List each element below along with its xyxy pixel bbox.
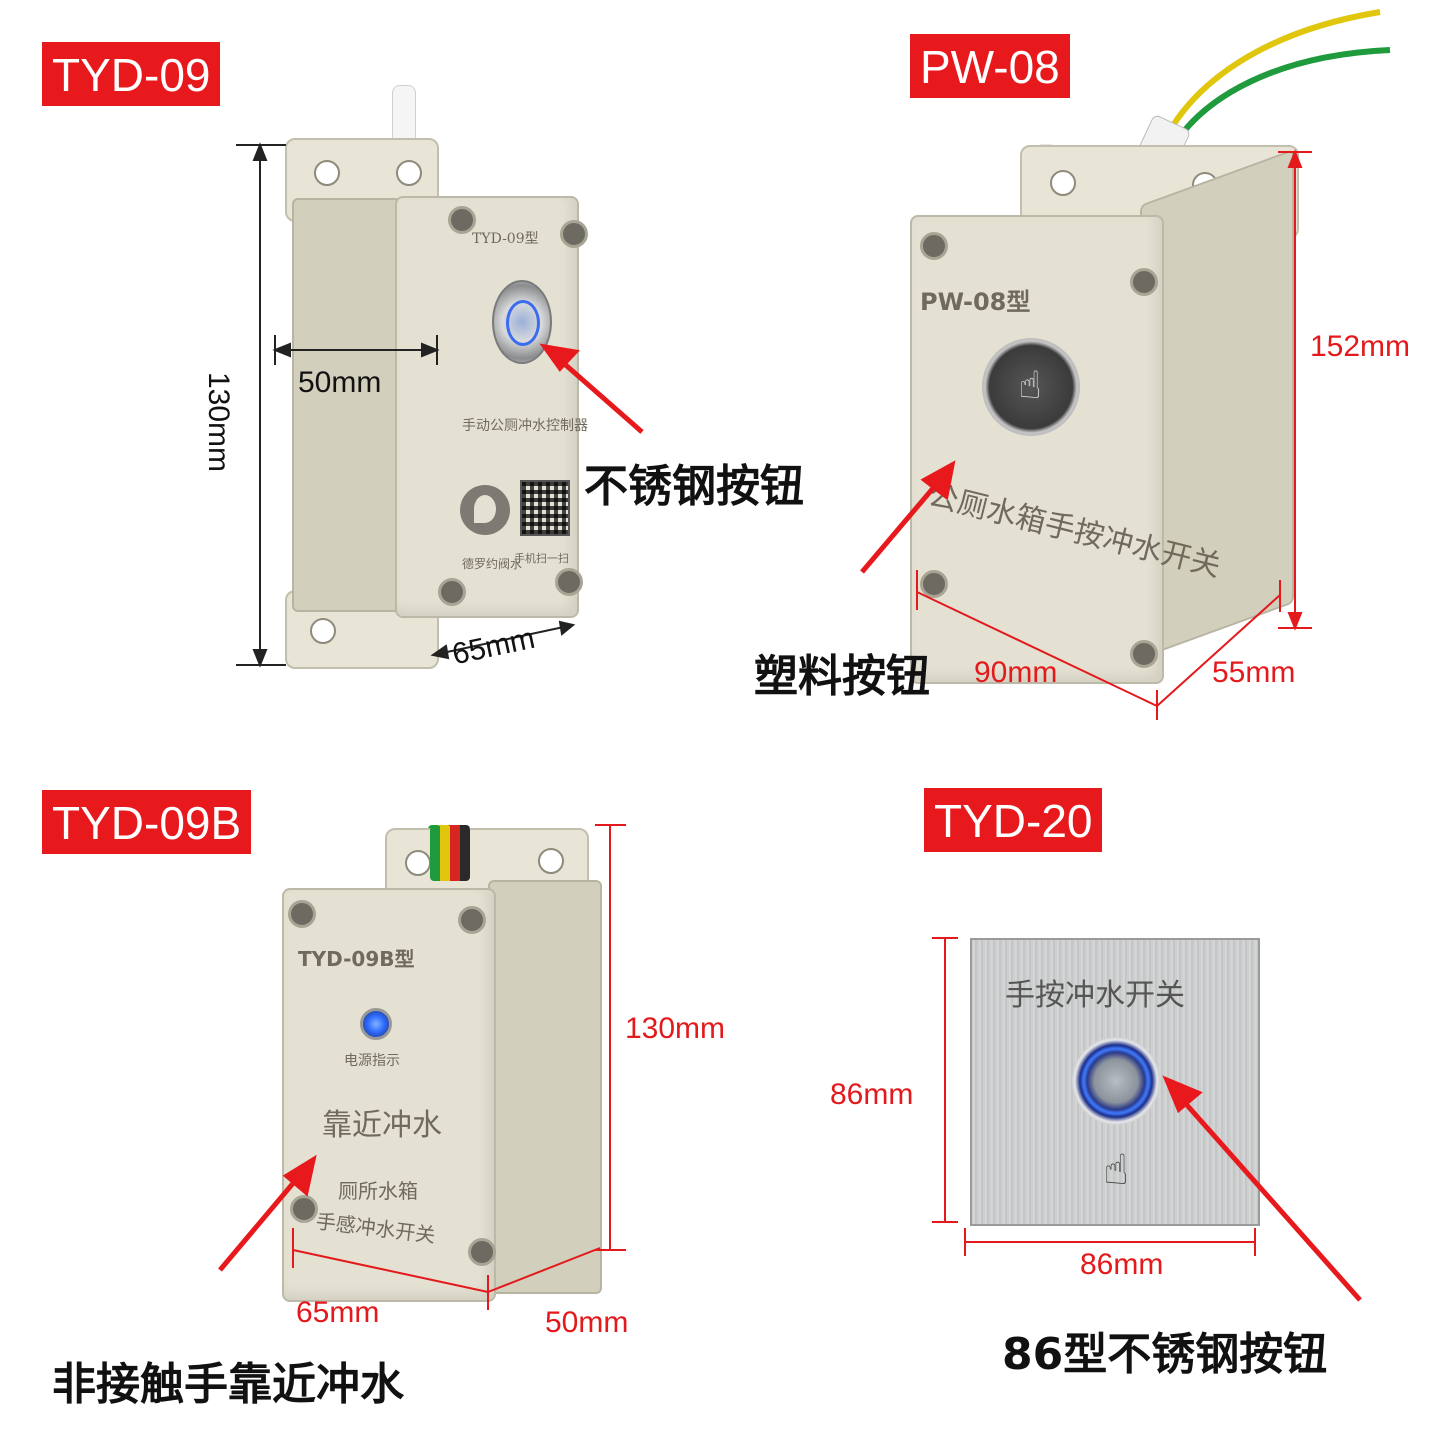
- dimension-depth-pw08: 55mm: [1212, 656, 1296, 689]
- dimension-height-pw08: 152mm: [1310, 330, 1411, 363]
- caption-pw08: 塑料按钮: [754, 651, 930, 702]
- power-indicator-led: [360, 1008, 392, 1040]
- box-front-face: [395, 196, 579, 618]
- dimension-depth-tyd09b: 50mm: [545, 1306, 629, 1339]
- screw: [438, 578, 466, 606]
- model-tag-tyd20: TYD-20: [924, 788, 1103, 852]
- dimension-lines-tyd09: [236, 142, 644, 668]
- dimension-width-tyd20: 86mm: [1080, 1248, 1164, 1281]
- stainless-button: [492, 280, 552, 364]
- screw: [920, 570, 948, 598]
- touch-hand-icon: ☝: [1018, 363, 1042, 407]
- dimension-lines-pw08: [860, 149, 1312, 720]
- box-side: [292, 198, 402, 612]
- screw: [920, 232, 948, 260]
- product-image-tyd09b: TYD-09B型 电源指示 靠近冲水 厕所水箱 手感冲水开关: [0, 720, 720, 1440]
- model-tag-tyd09: TYD-09: [42, 42, 221, 106]
- screw: [468, 1238, 496, 1266]
- mounting-hole: [405, 850, 431, 876]
- caption-tyd09b: 非接触手靠近冲水: [52, 1359, 404, 1410]
- face-model-label: TYD-09型: [472, 231, 539, 247]
- dimension-width-tyd09b: 65mm: [296, 1296, 380, 1329]
- caption-tyd20: 86型不锈钢按钮: [1002, 1329, 1328, 1380]
- mounting-hole: [314, 160, 340, 186]
- caption-tyd09: 不锈钢按钮: [584, 461, 804, 512]
- screw: [555, 568, 583, 596]
- dimension-height-tyd20: 86mm: [830, 1078, 914, 1111]
- button-led-ring: [506, 300, 540, 346]
- screw: [290, 1195, 318, 1223]
- face-title: 手动公厕冲水控制器: [462, 418, 588, 434]
- screw: [1130, 268, 1158, 296]
- stainless-button: [1072, 1037, 1160, 1125]
- face-brand: 德罗约阀水: [462, 557, 523, 571]
- dimension-width-tyd09: 50mm: [298, 366, 382, 399]
- screw: [448, 206, 476, 234]
- screw: [1130, 640, 1158, 668]
- face-title: 靠近冲水: [322, 1108, 442, 1143]
- mounting-hole: [1050, 170, 1076, 196]
- stainless-plate: [970, 938, 1260, 1226]
- face-model-label: PW-08型: [920, 288, 1031, 316]
- product-image-tyd20: 手按冲水开关 ☝: [720, 720, 1440, 1440]
- model-tag-pw08: PW-08: [910, 34, 1070, 98]
- brand-logo-icon: [460, 485, 510, 535]
- face-model-label: TYD-09B型: [298, 947, 415, 971]
- screw: [458, 906, 486, 934]
- box-front-face: [910, 215, 1164, 684]
- face-sub1: 厕所水箱: [338, 1179, 418, 1203]
- face-title: 手按冲水开关: [1005, 978, 1185, 1013]
- product-image-tyd09: TYD-09型 手动公厕冲水控制器 德罗约阀水 手机扫一扫: [0, 0, 720, 720]
- dimension-lines-tyd20: [932, 937, 1362, 1302]
- face-qr-note: 手机扫一扫: [514, 552, 569, 565]
- mounting-hole: [396, 160, 422, 186]
- mounting-hole: [538, 848, 564, 874]
- cable-overlay: [430, 826, 470, 881]
- product-image-pw08: PW-08型 ☝ 公厕水箱手按冲水开关: [720, 0, 1440, 720]
- model-tag-tyd09b: TYD-09B: [42, 790, 252, 854]
- dimension-height-tyd09b: 130mm: [625, 1012, 726, 1045]
- box-front-face: [282, 888, 496, 1302]
- mounting-hole: [310, 618, 336, 644]
- plastic-button: ☝: [982, 338, 1080, 436]
- qr-code-icon: [520, 480, 570, 536]
- press-hand-icon: ☝: [1103, 1145, 1129, 1194]
- dimension-lines-tyd09b: [218, 824, 626, 1310]
- screw: [288, 900, 316, 928]
- screw: [560, 220, 588, 248]
- dimension-height-tyd09: 130mm: [202, 371, 236, 473]
- face-indicator-label: 电源指示: [344, 1053, 400, 1069]
- dimension-width-pw08: 90mm: [974, 656, 1058, 689]
